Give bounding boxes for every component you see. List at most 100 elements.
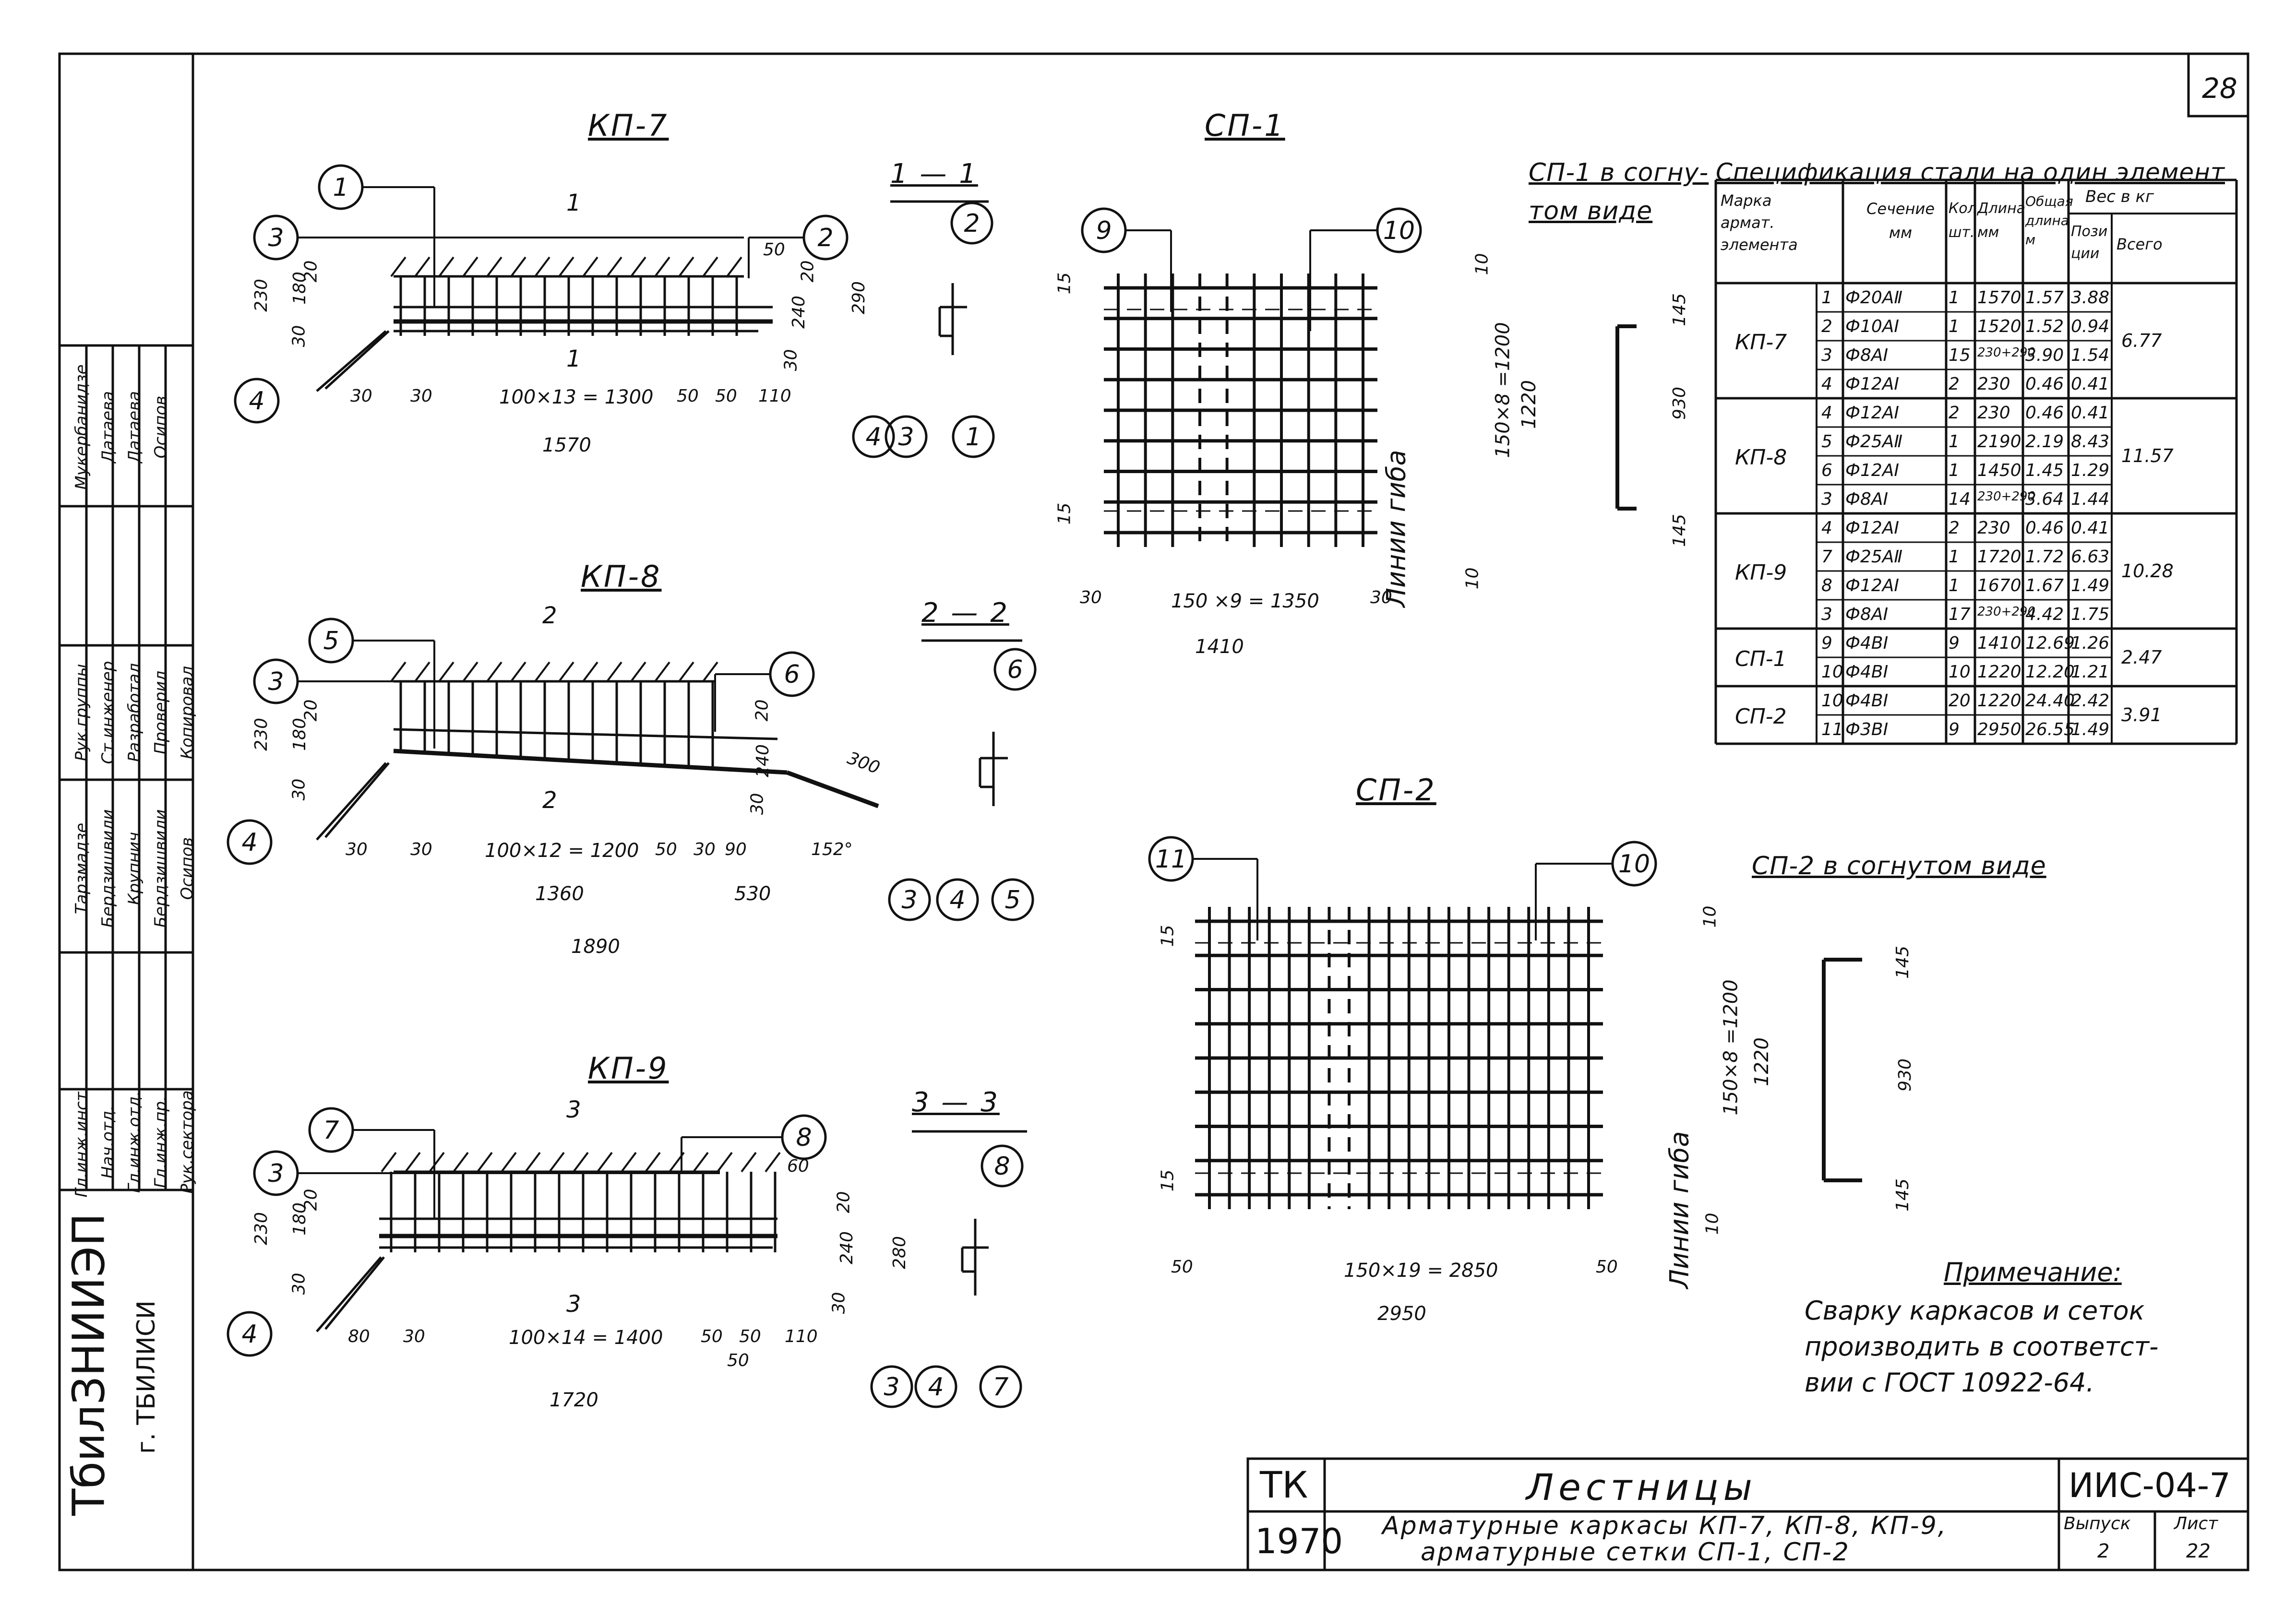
- signature-role: Гл.инж.отд.: [125, 1091, 144, 1193]
- kp9-dim-50c: 50: [727, 1351, 749, 1370]
- spec-cell: 230+290: [1977, 345, 2036, 360]
- signature-role-2: Копировал: [178, 666, 197, 760]
- sp2-dim-15-top: 15: [1158, 925, 1178, 947]
- sp2-bend-label: Линии гиба: [1664, 1131, 1695, 1289]
- note-line-2: производить в соответст-: [1805, 1332, 2159, 1362]
- kp8-dim-30-right: 30: [747, 793, 767, 815]
- drawing-line: [414, 256, 430, 277]
- drawing-line: [654, 661, 670, 682]
- kp9-section-mark-bottom: 3: [566, 1291, 581, 1318]
- kp7-dim-50a: 50: [677, 386, 699, 406]
- kp8-dim-30: 30: [289, 778, 309, 801]
- drawing-line: [678, 661, 694, 682]
- spec-group-mark: КП-9: [1735, 560, 1787, 585]
- sp2-dim-50-left: 50: [1171, 1257, 1193, 1277]
- spec-cell: 3: [1821, 489, 1832, 509]
- spec-cell: 0.94: [2071, 317, 2110, 336]
- kp9-dim-20-right: 20: [834, 1191, 854, 1213]
- spec-header-weight: Вес в кг: [2085, 187, 2154, 206]
- stamp-year: 1970: [1255, 1521, 1343, 1561]
- spec-cell: 26.55: [2025, 720, 2075, 739]
- kp7-dim-total: 1570: [542, 434, 591, 456]
- spec-header-mark: Марка армат. элемента: [1721, 191, 1798, 254]
- sp2-bent-dim-145-top: 145: [1892, 946, 1913, 979]
- kp7-dim-50b: 50: [715, 386, 737, 406]
- kp8-marker-3-label: 3: [268, 667, 284, 696]
- kp8-section-mark-top: 2: [542, 602, 557, 629]
- sp1-dim-30-left: 30: [1080, 588, 1102, 607]
- drawing-line: [726, 256, 742, 277]
- section2-marker-6-label: 6: [1007, 655, 1023, 684]
- kp7-dim-30a: 30: [350, 386, 372, 406]
- org-city: г. ТБИЛИСИ: [132, 1300, 161, 1454]
- spec-cell: Ф8АⅠ: [1845, 345, 1889, 365]
- sp2-dim-150x8: 150×8 =1200: [1720, 979, 1742, 1116]
- drawing-line: [549, 1152, 565, 1173]
- sp2-dim-pitch: 150×19 = 2850: [1344, 1260, 1498, 1282]
- signature-name: Осипов: [178, 837, 197, 900]
- drawing-line: [534, 661, 550, 682]
- kp9-dim-110: 110: [785, 1327, 818, 1346]
- section2-marker-4-label: 4: [949, 886, 965, 915]
- section3-marker-8-label: 8: [994, 1152, 1010, 1181]
- spec-group-mark: КП-8: [1735, 445, 1787, 470]
- kp9-dim-20: 20: [301, 1189, 321, 1211]
- spec-cell: 24.40: [2025, 691, 2075, 711]
- sp2-dim-50-right: 50: [1596, 1257, 1618, 1277]
- spec-cell: 1.54: [2071, 345, 2110, 365]
- spec-group-total: 11.57: [2121, 445, 2174, 466]
- section-1-title: 1 — 1: [890, 158, 978, 190]
- section2-marker-3: [888, 878, 931, 921]
- spec-cell: 230: [1977, 374, 2010, 394]
- signature-role-2: Ст.инженер: [98, 661, 118, 764]
- spec-group-mark: КП-7: [1735, 330, 1787, 355]
- section1-marker-4: [852, 415, 895, 458]
- drawing-line: [582, 256, 598, 277]
- kp8-dim-90: 90: [725, 840, 747, 859]
- drawing-line: [702, 661, 718, 682]
- kp9-marker-4-label: 4: [241, 1320, 257, 1349]
- outer-frame: [58, 52, 2249, 1571]
- sp2-bent-profile: [1822, 958, 1862, 1182]
- section2-marker-3-label: 3: [901, 886, 917, 915]
- drawing-line: [381, 1152, 397, 1173]
- spec-cell: 1220: [1977, 662, 2021, 682]
- spec-cell: 1720: [1977, 547, 2021, 567]
- spec-cell: 2.42: [2071, 691, 2110, 711]
- spec-table-grid: [1714, 178, 2238, 745]
- spec-group-mark: СП-1: [1735, 647, 1787, 671]
- kp7-dim-230: 230: [251, 279, 271, 312]
- signature-role: Гл.инж.пр.: [151, 1096, 170, 1188]
- section3-marker-3: [870, 1365, 913, 1408]
- spec-cell: 1: [1821, 288, 1832, 308]
- sp2-dim-10-bottom: 10: [1702, 1213, 1722, 1235]
- spec-cell: 9: [1821, 633, 1832, 653]
- sp2-dim-15-bottom: 15: [1158, 1169, 1178, 1192]
- signature-name: Тарзмадзе: [72, 822, 91, 915]
- section1-marker-1: [952, 415, 995, 458]
- drawing-line: [453, 1152, 469, 1173]
- drawing-line: [702, 256, 718, 277]
- drawing-line: [741, 1152, 757, 1173]
- kp8-title: КП-8: [581, 559, 662, 594]
- spec-cell: Ф12АⅠ: [1845, 576, 1900, 595]
- sp1-bent-title-1: СП-1 в согну-: [1529, 158, 1709, 187]
- drawing-line: [630, 661, 646, 682]
- spec-cell: 2: [1821, 317, 1832, 336]
- sp1-dim-15-bottom: 15: [1054, 502, 1075, 525]
- kp9-dim-30: 30: [289, 1272, 309, 1295]
- kp8-dim-1360: 1360: [535, 883, 584, 905]
- spec-cell: 1.45: [2025, 461, 2064, 480]
- spec-header-qty: Кол. шт.: [1949, 200, 1982, 241]
- signature-name: Крупнич: [125, 832, 144, 905]
- spec-cell: 17: [1949, 605, 1971, 624]
- spec-cell: 1.29: [2071, 461, 2110, 480]
- sp1-bent-dim-145-top: 145: [1669, 293, 1689, 326]
- spec-cell: 9: [1949, 720, 1960, 739]
- kp8-dim-pitch: 100×12 = 1200: [485, 840, 639, 862]
- kp9-section-mark-top: 3: [566, 1096, 581, 1123]
- spec-cell: 1.44: [2071, 489, 2110, 509]
- kp9-marker-4: [227, 1311, 273, 1357]
